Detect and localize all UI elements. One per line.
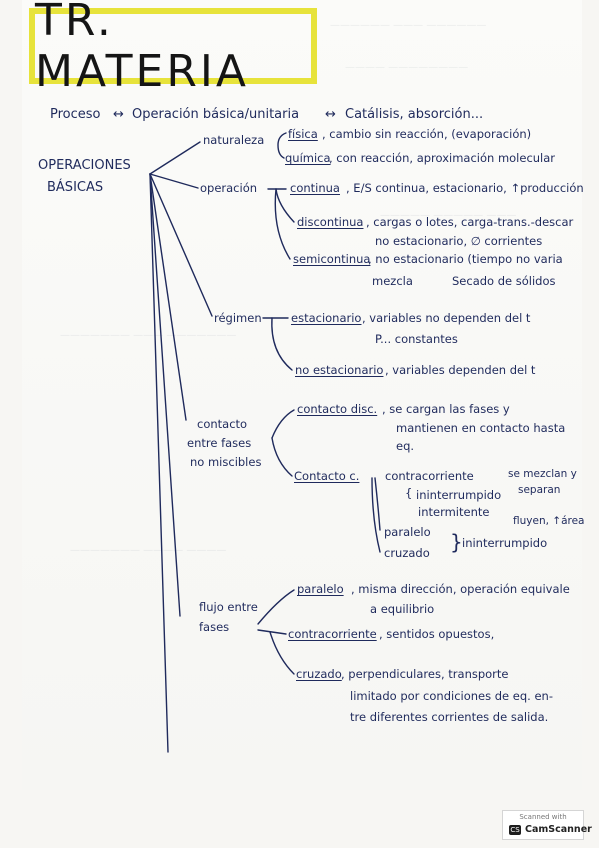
term-discontinua: discontinua — [297, 215, 364, 229]
bleed-through-text: —————— ——— —————— — [330, 20, 487, 31]
camscanner-logo-icon: CS — [509, 825, 521, 835]
term-contacto-disc: contacto disc. — [297, 402, 378, 416]
connector-naturaleza — [149, 141, 201, 175]
brace-close: } — [450, 530, 463, 554]
desc-cruzado-flujo-3: tre diferentes corrientes de salida. — [350, 710, 549, 724]
connector-cruzado-c — [371, 477, 381, 553]
connector-semicontinua — [274, 188, 291, 260]
term-ininterrumpido: ininterrumpido — [416, 488, 502, 502]
connector-paralelo-flujo — [257, 589, 295, 625]
connector-contacto-disc — [271, 409, 295, 439]
desc-no-estacionario: , variables dependen del t — [385, 363, 536, 377]
branch-operacion: operación — [200, 181, 258, 195]
branch-contacto-line3: no miscibles — [190, 455, 262, 469]
term-cruzado-flujo: cruzado — [296, 667, 342, 681]
connector-flujo — [149, 173, 181, 617]
term-quimica: química — [285, 151, 331, 165]
connector-discontinua — [275, 188, 295, 223]
root-label-line2: BÁSICAS — [47, 180, 104, 195]
note-se-mezclan: se mezclan y — [508, 468, 577, 480]
term-contracorriente-c: contracorriente — [385, 469, 474, 483]
term-estacionario: estacionario — [291, 311, 362, 325]
desc-cruzado-flujo: , perpendiculares, transporte — [341, 667, 509, 681]
desc-discontinua: , cargas o lotes, carga-trans.-descar — [366, 215, 574, 229]
branch-contacto-line2: entre fases — [187, 436, 252, 450]
connector-contacto-c — [271, 437, 293, 477]
process-middle: Operación básica/unitaria — [132, 107, 300, 122]
double-arrow-icon: ↔ — [325, 107, 336, 122]
term-no-estacionario: no estacionario — [295, 363, 384, 377]
connector-main-long — [149, 173, 169, 753]
desc-semicontinua: , no estacionario (tiempo no varia — [368, 252, 563, 266]
branch-flujo-line2: fases — [199, 620, 230, 634]
connector-cruzado-flujo — [269, 631, 295, 675]
term-ininterrumpido-2: ininterrumpido — [462, 536, 548, 550]
desc-contacto-disc-3: eq. — [396, 439, 415, 453]
desc-semicontinua-secado: Secado de sólidos — [452, 274, 556, 288]
camscanner-name: CamScanner — [525, 824, 592, 835]
note-fluyen: fluyen, ↑área — [513, 515, 585, 527]
paper-page — [22, 0, 582, 790]
branch-naturaleza: naturaleza — [203, 133, 265, 147]
bleed-through-text: ——————— ——— ——————— — [60, 330, 237, 341]
desc-quimica: , con reacción, aproximación molecular — [329, 151, 556, 165]
connector-regimen — [149, 173, 213, 317]
term-contracorriente-flujo: contracorriente — [288, 627, 377, 641]
desc-estacionario: , variables no dependen del t — [362, 311, 531, 325]
connector-contacto — [149, 173, 187, 421]
process-left: Proceso — [50, 107, 101, 122]
desc-contacto-disc: , se cargan las fases y — [382, 402, 510, 416]
term-paralelo-c: paralelo — [384, 525, 431, 539]
branch-regimen: régimen — [214, 311, 262, 325]
connector-no-estacionario — [271, 317, 293, 371]
term-fisica: física — [288, 127, 318, 141]
desc-semicontinua-mezcla: mezcla — [372, 274, 413, 288]
desc-estacionario-2: P... constantes — [375, 332, 458, 346]
bracket-naturaleza — [277, 132, 287, 159]
term-continua: continua — [290, 181, 340, 195]
term-contacto-c: Contacto c. — [294, 469, 360, 483]
process-right: Catálisis, absorción... — [345, 107, 484, 122]
connector-contracorriente-flujo — [257, 629, 287, 635]
branch-contacto-line1: contacto — [197, 417, 248, 431]
desc-paralelo-flujo: , misma dirección, operación equivale — [351, 582, 570, 596]
desc-contracorriente-flujo: , sentidos opuestos, — [379, 627, 495, 641]
desc-cruzado-flujo-2: limitado por condiciones de eq. en- — [350, 689, 553, 703]
page-title: TR. MATERIA — [35, 0, 249, 97]
brace-open: { — [405, 486, 413, 500]
term-semicontinua: semicontinua — [293, 252, 371, 266]
desc-continua: , E/S continua, estacionario, ↑producció… — [346, 181, 584, 195]
camscanner-badge: Scanned with CS CamScanner — [502, 810, 592, 840]
desc-paralelo-flujo-2: a equilibrio — [370, 602, 435, 616]
desc-fisica: , cambio sin reacción, (evaporación) — [322, 127, 532, 141]
term-paralelo-flujo: paralelo — [297, 582, 344, 596]
double-arrow-icon: ↔ — [113, 107, 124, 122]
bleed-through-text: ———— ———————— — [345, 62, 469, 73]
term-cruzado-c: cruzado — [384, 546, 430, 560]
branch-flujo-line1: flujo entre — [199, 600, 258, 614]
term-intermitente: intermitente — [418, 505, 490, 519]
bleed-through-text: ————— ————— ——— — [380, 210, 517, 221]
desc-discontinua-2: no estacionario, ∅ corrientes — [375, 234, 543, 248]
note-separan: separan — [518, 484, 561, 496]
scanned-with-text: Scanned with — [519, 813, 567, 821]
connector-operacion — [149, 173, 199, 189]
bleed-through-text: ——————— ———— ———— — [70, 545, 227, 556]
desc-contacto-disc-2: mantienen en contacto hasta — [396, 421, 566, 435]
root-label-line1: OPERACIONES — [38, 158, 131, 173]
title-highlight-box: TR. MATERIA — [29, 0, 317, 97]
connector-paralelo-c — [374, 477, 381, 531]
